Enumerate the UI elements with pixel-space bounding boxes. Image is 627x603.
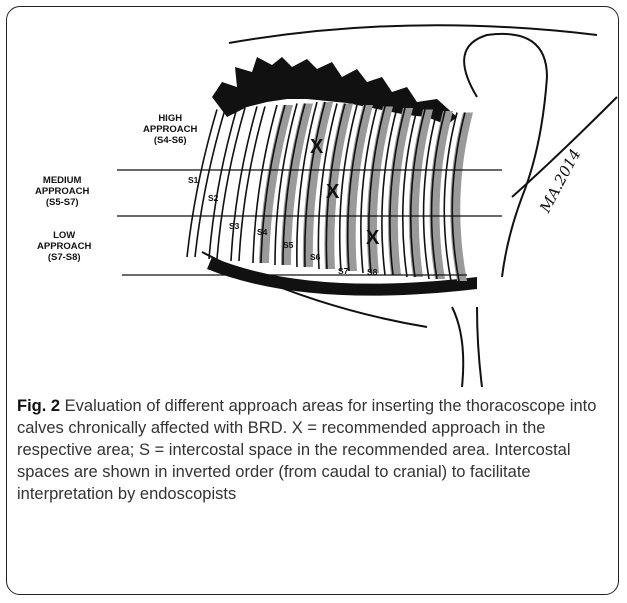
low-label-line-3: (S7-S8) <box>37 252 91 263</box>
space-label-s8: S8 <box>367 267 377 277</box>
medium-approach-x: X <box>326 181 339 204</box>
low-label-line-2: APPROACH <box>37 241 91 252</box>
rib-shading <box>450 113 473 282</box>
low-approach-x: X <box>366 227 379 250</box>
rib-outline <box>231 107 257 262</box>
low-approach-label: LOW APPROACH (S7-S8) <box>37 230 91 263</box>
high-approach-x: X <box>310 136 323 159</box>
back-line <box>229 25 597 43</box>
space-label-s2: S2 <box>208 193 218 203</box>
high-label-line-3: (S4-S6) <box>143 135 197 146</box>
medium-label-line-1: MEDIUM <box>35 175 89 186</box>
shoulder-outline <box>464 34 547 277</box>
caption-fig-label: Fig. 2 <box>17 397 60 415</box>
space-label-s4: S4 <box>257 227 267 237</box>
leg-line-2 <box>477 307 482 387</box>
medium-approach-label: MEDIUM APPROACH (S5-S7) <box>35 175 89 208</box>
high-label-line-1: HIGH <box>143 113 197 124</box>
space-label-s7: S7 <box>338 266 348 276</box>
medium-label-line-3: (S5-S7) <box>35 197 89 208</box>
high-approach-label: HIGH APPROACH (S4-S6) <box>143 113 197 146</box>
caption-text: Evaluation of different approach areas f… <box>17 397 596 503</box>
space-label-s1: S1 <box>188 175 198 185</box>
thorax-illustration <box>7 7 619 387</box>
figure-frame: HIGH APPROACH (S4-S6) MEDIUM APPROACH (S… <box>6 6 619 595</box>
medium-label-line-2: APPROACH <box>35 186 89 197</box>
leg-line-1 <box>452 307 463 387</box>
low-label-line-1: LOW <box>37 230 91 241</box>
high-label-line-2: APPROACH <box>143 124 197 135</box>
space-label-s6: S6 <box>310 252 320 262</box>
space-label-s5: S5 <box>283 240 293 250</box>
space-label-s3: S3 <box>229 221 239 231</box>
figure-caption: Fig. 2 Evaluation of different approach … <box>17 395 607 505</box>
